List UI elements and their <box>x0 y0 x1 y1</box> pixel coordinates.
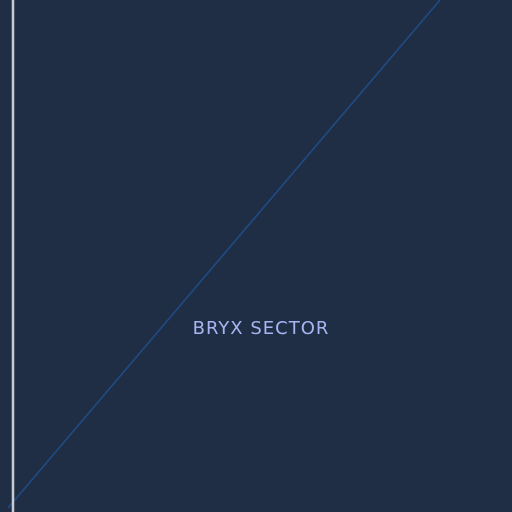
sector-label: BRYX SECTOR <box>192 318 330 339</box>
route-line <box>7 0 441 509</box>
